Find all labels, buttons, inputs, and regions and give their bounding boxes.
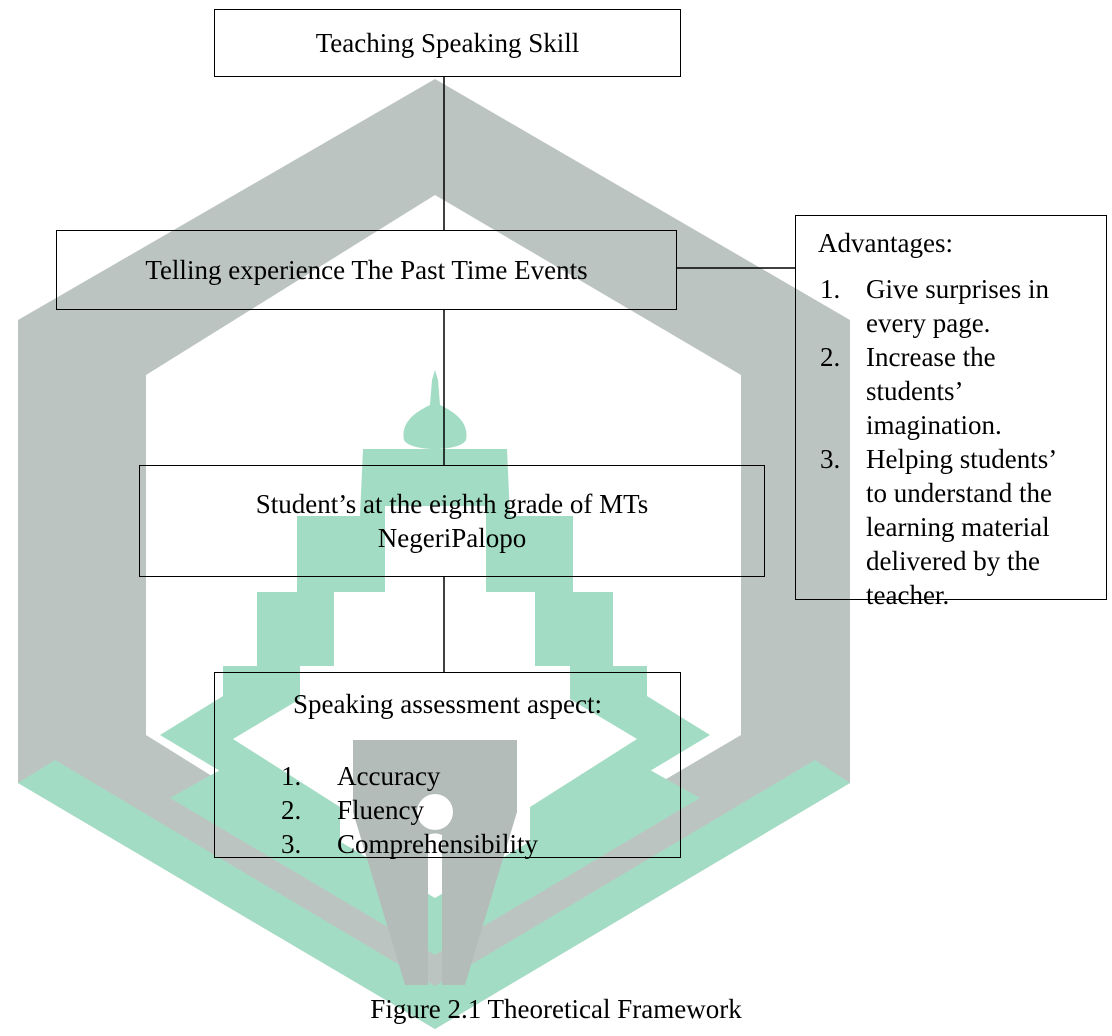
- advantage-number: 1.: [820, 274, 841, 304]
- speaking-aspect-item: 3. Comprehensibility: [281, 827, 538, 861]
- advantage-line: teacher.: [866, 580, 950, 610]
- advantage-item: 2. Increase the students’ imagination.: [818, 340, 1106, 442]
- advantage-line: Helping students’: [866, 444, 1058, 474]
- advantage-line: Increase the: [866, 342, 996, 372]
- aspect-label: Accuracy: [337, 761, 441, 791]
- aspect-label: Fluency: [337, 795, 424, 825]
- node-telling-label: Telling experience The Past Time Events: [145, 255, 588, 285]
- watermark-pen-nib: [353, 740, 517, 985]
- advantage-line: Give surprises in: [866, 274, 1049, 304]
- speaking-assessment-title: Speaking assessment aspect:: [293, 689, 602, 719]
- node-students-line2: NegeriPalopo: [377, 523, 527, 553]
- speaking-aspects-list: 1. Accuracy 2. Fluency 3. Comprehensibility: [281, 759, 538, 861]
- advantage-line: learning material: [866, 512, 1050, 542]
- advantage-line: every page.: [866, 308, 991, 338]
- node-advantages: Advantages: 1. Give surprises in every p…: [795, 215, 1107, 610]
- watermark-dome: [403, 370, 467, 449]
- watermark-green-chevron: [170, 770, 700, 955]
- aspect-number: 3.: [281, 829, 302, 859]
- node-students: Student’s at the eighth grade of MTs Neg…: [139, 465, 765, 577]
- watermark-green-arch: [160, 449, 710, 843]
- speaking-aspect-item: 1. Accuracy: [281, 759, 538, 793]
- aspect-number: 1.: [281, 761, 302, 791]
- advantages-title: Advantages:: [818, 228, 953, 258]
- advantage-line: delivered by the: [866, 546, 1040, 576]
- figure-caption: Figure 2.1 Theoretical Framework: [370, 994, 742, 1024]
- advantage-line: students’: [866, 376, 964, 406]
- advantage-item: 1. Give surprises in every page.: [818, 272, 1106, 340]
- node-teaching-speaking-skill: Teaching Speaking Skill: [214, 9, 681, 77]
- advantage-line: to understand the: [866, 478, 1052, 508]
- advantage-number: 3.: [820, 444, 841, 474]
- advantage-line: imagination.: [866, 410, 1002, 440]
- aspect-number: 2.: [281, 795, 302, 825]
- advantage-item: 3. Helping students’ to understand the l…: [818, 442, 1106, 612]
- node-speaking-assessment: Speaking assessment aspect: 1. Accuracy 2…: [214, 672, 681, 861]
- node-students-line1: Student’s at the eighth grade of MTs: [255, 489, 649, 519]
- node-teaching-label: Teaching Speaking Skill: [315, 28, 580, 58]
- speaking-aspect-item: 2. Fluency: [281, 793, 538, 827]
- node-telling-experience: Telling experience The Past Time Events: [56, 230, 677, 310]
- advantages-list: 1. Give surprises in every page. 2. Incr…: [818, 272, 1106, 612]
- watermark-nib-hole: [417, 794, 453, 830]
- aspect-label: Comprehensibility: [337, 829, 538, 859]
- advantage-number: 2.: [820, 342, 841, 372]
